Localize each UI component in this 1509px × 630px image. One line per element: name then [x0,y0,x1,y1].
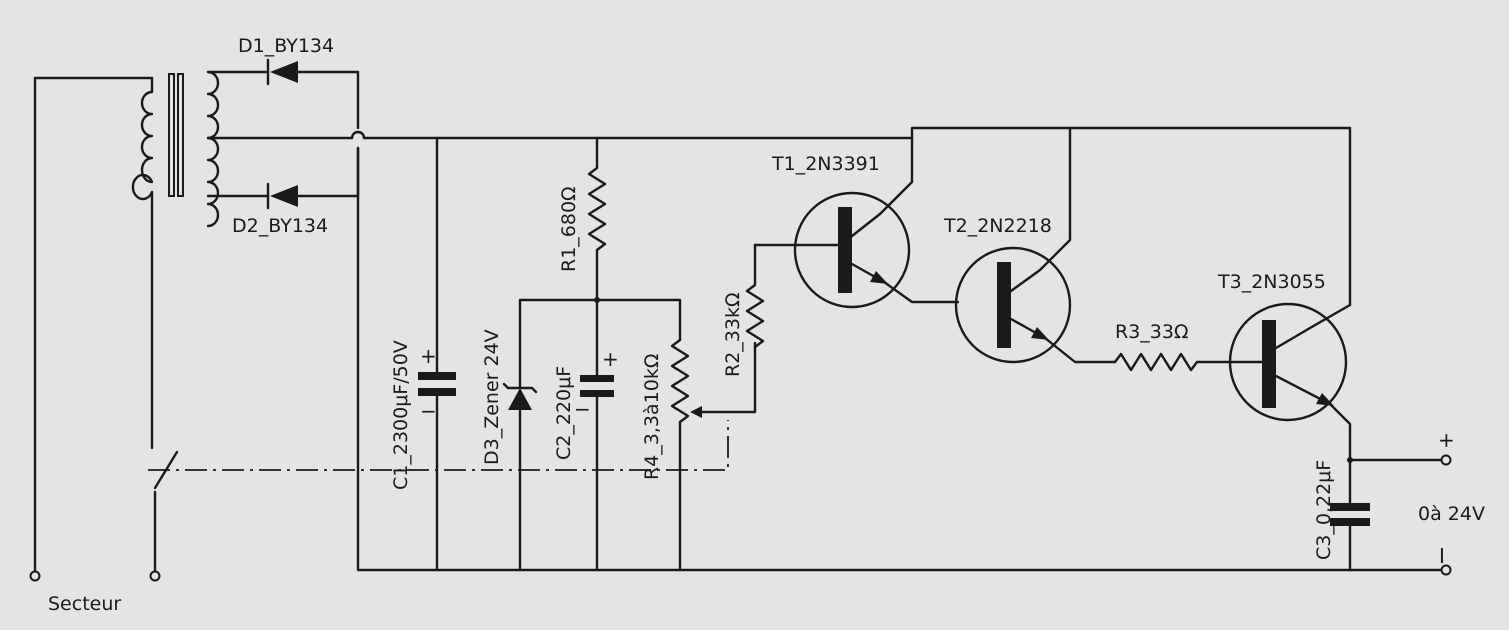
potentiometer-r4: R4_3,3à10kΩ [641,338,757,572]
r1-label: R1_680Ω [558,186,580,272]
t1-label: T1_2N3391 [771,153,880,175]
output-voltage-label: 0à 24V [1418,503,1485,525]
mains-input: Secteur [29,76,179,615]
t2-label: T2_2N2218 [943,215,1052,237]
diode-d1: D1_BY134 [230,35,360,130]
transistor-t3: T3_2N3055 [1217,271,1352,462]
capacitor-c1: + − C1_2300μF/50V [390,136,456,572]
output-ground-sign: I [1439,544,1445,568]
c1-plus-sign: + [420,344,437,368]
zener-d3: D3_Zener 24V [481,298,538,572]
transformer [131,70,234,228]
reference-node [518,297,682,342]
capacitor-c2: + − C2_220μF [553,298,619,572]
d1-label: D1_BY134 [238,35,334,57]
resistor-r1: R1_680Ω [558,136,607,302]
positive-rail [362,126,1352,307]
c2-plus-sign: + [602,347,619,371]
transistor-t1: T1_2N3391 [771,136,960,309]
output-terminal-minus [1440,564,1452,576]
output-stage: C3_0,22μF + 0à 24V I [1313,428,1485,572]
resistor-r2: R2_33kΩ [722,243,840,378]
mains-label: Secteur [48,593,121,615]
centre-tap-wiring [230,130,1452,576]
mains-terminal-right [149,570,161,582]
c1-label: C1_2300μF/50V [390,340,412,490]
output-plus-sign: + [1438,428,1455,452]
r2-label: R2_33kΩ [722,293,744,378]
t3-label: T3_2N3055 [1217,271,1326,293]
d3-label: D3_Zener 24V [481,329,503,465]
r3-label: R3_33Ω [1115,321,1189,343]
d2-label: D2_BY134 [232,215,328,237]
c1-minus-sign: − [420,399,437,423]
c2-label: C2_220μF [553,366,575,460]
r4-label: R4_3,3à10kΩ [641,354,663,480]
resistor-r3: R3_33Ω [1113,321,1264,372]
c2-minus-sign: − [574,397,591,421]
mains-terminal-left [29,570,41,582]
diode-d2: D2_BY134 [230,146,360,237]
c3-label: C3_0,22μF [1313,460,1335,560]
transistor-t2: T2_2N2218 [943,126,1117,364]
ganged-switch-link [148,420,729,471]
output-terminal-plus [1440,454,1452,466]
